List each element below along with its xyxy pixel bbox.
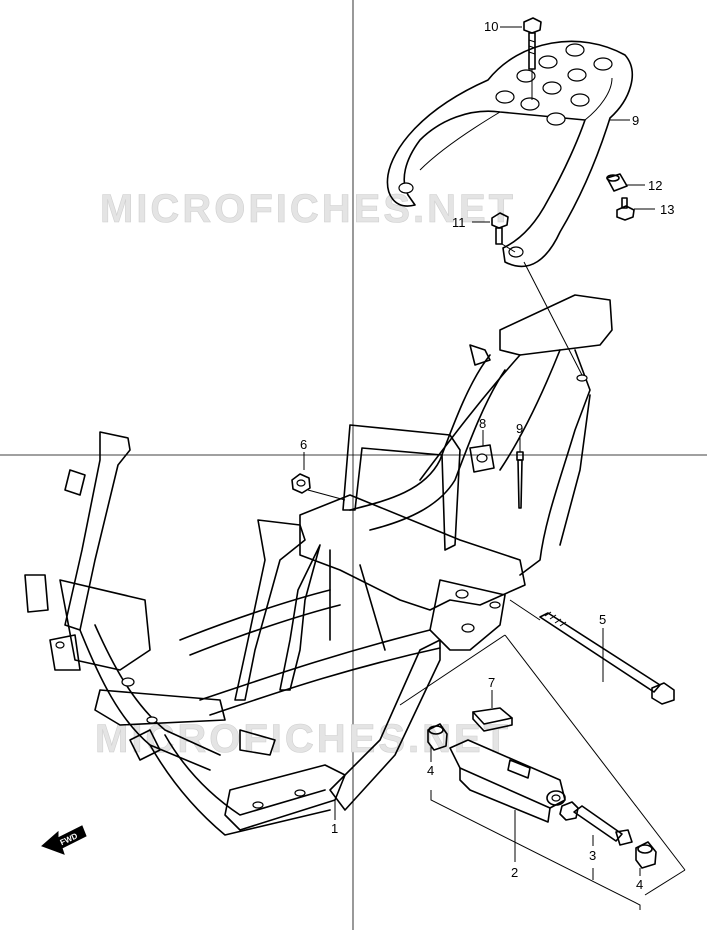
forward-direction-badge: FWD bbox=[41, 825, 87, 855]
bolt-3-icon bbox=[559, 801, 633, 846]
callout-13: 12 bbox=[648, 178, 662, 193]
pad-7-icon bbox=[472, 707, 513, 732]
bushing-4-right-icon bbox=[635, 841, 657, 869]
callout-7: 7 bbox=[488, 675, 495, 690]
callout-11: 11 bbox=[452, 215, 466, 230]
bolt-5-icon bbox=[509, 599, 675, 705]
callout-6: 6 bbox=[300, 437, 307, 452]
callout-1: 1 bbox=[331, 821, 338, 836]
clip-9-icon bbox=[516, 451, 524, 509]
callout-12: 10 bbox=[484, 19, 498, 34]
bushing-4-left-icon bbox=[427, 723, 448, 751]
rear-carrier bbox=[386, 40, 634, 268]
engine-bracket-2 bbox=[449, 739, 566, 823]
callout-labels: 10 9 12 13 11 6 8 9 5 7 4 1 3 2 4 bbox=[300, 19, 674, 892]
watermark-top: MICROFICHES.NET bbox=[100, 187, 516, 231]
bolt-14-icon bbox=[616, 197, 635, 221]
callout-2: 2 bbox=[511, 865, 518, 880]
callout-10: 9 bbox=[632, 113, 639, 128]
clamp-8-icon bbox=[469, 444, 495, 473]
callout-14: 13 bbox=[660, 202, 674, 217]
callout-5: 5 bbox=[599, 612, 606, 627]
bolt-12-icon bbox=[523, 17, 542, 100]
bolt-11-icon bbox=[491, 212, 516, 253]
leader-lines bbox=[303, 26, 686, 910]
carrier-holes bbox=[495, 43, 613, 126]
nut-6-icon bbox=[291, 473, 346, 501]
spacer-13-icon bbox=[606, 173, 628, 192]
main-frame bbox=[24, 294, 613, 836]
callout-4-left: 4 bbox=[427, 763, 434, 778]
callout-4-right: 4 bbox=[636, 877, 643, 892]
callout-8: 8 bbox=[479, 416, 486, 431]
callout-9: 9 bbox=[516, 421, 523, 436]
callout-3: 3 bbox=[589, 848, 596, 863]
